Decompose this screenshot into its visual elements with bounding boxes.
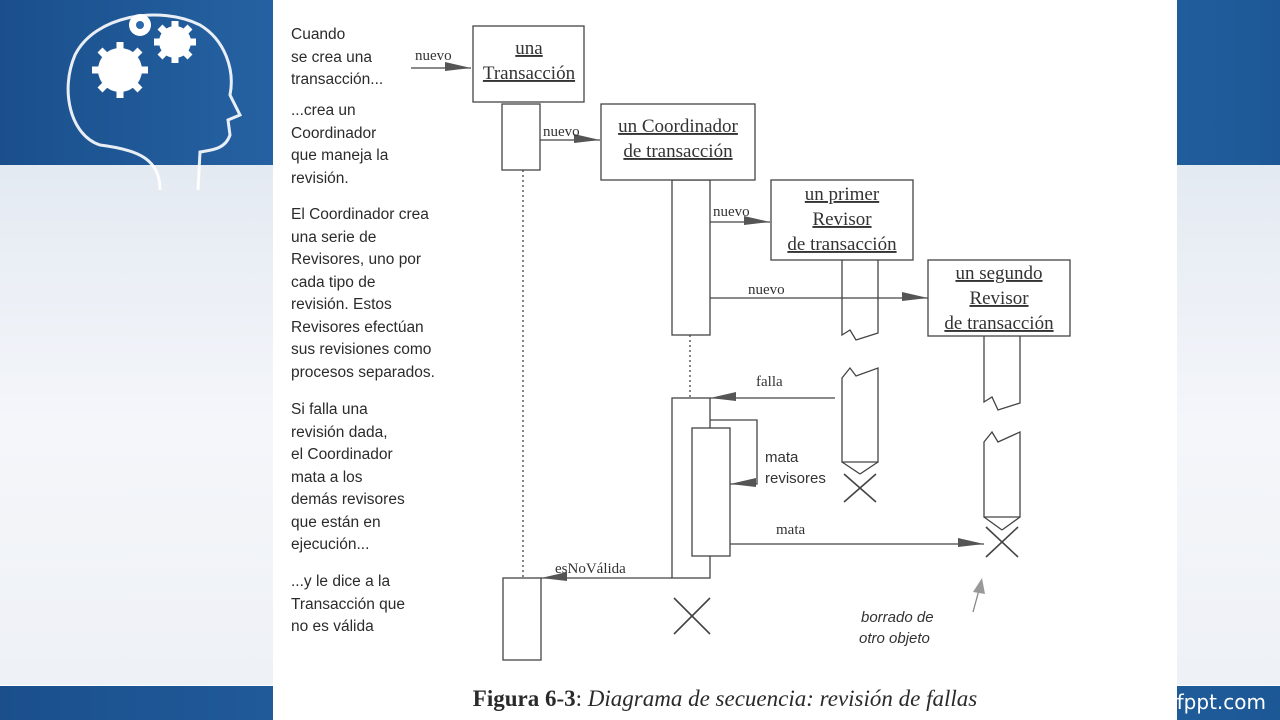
arrow-nuevo-revisor1 (744, 216, 770, 225)
end-revisor2-a (983, 516, 1003, 531)
msg-label-esNoValida: esNoVálida (555, 561, 626, 577)
annotation-2: ...crea un Coordinador que maneja la rev… (291, 102, 389, 187)
annotation-3: El Coordinador crea una serie de Revisor… (291, 206, 435, 381)
object-box-revisor1 (770, 179, 914, 261)
watermark-text: fppt.com (1176, 690, 1266, 714)
annotation-4: Si falla una revisión dada, el Coordinad… (291, 401, 405, 553)
arrow-mata (958, 538, 984, 547)
figure-caption: Figura 6-3: Diagrama de secuencia: revis… (273, 686, 1177, 712)
object-label-coordinador-2: de transacción (623, 141, 733, 162)
annotation-1: Cuando se crea una transacción... (291, 26, 384, 88)
arrow-note (973, 578, 985, 594)
activation-transaccion-1 (501, 103, 541, 171)
msg-label-falla: falla (756, 374, 783, 390)
msg-label-mata-revisores-line2: revisores (765, 470, 826, 487)
activation-coordinador-1 (671, 179, 711, 336)
destroy-revisor1-b (843, 473, 877, 503)
activation-transaccion-2 (502, 577, 542, 661)
object-label-revisor1-2: Revisor (812, 209, 872, 230)
destroy-coordinador-b (673, 597, 711, 635)
head-gears-icon (66, 13, 243, 191)
end-revisor2-b (1001, 516, 1021, 531)
caption-separator: : (575, 686, 588, 711)
arrow-falla (710, 392, 736, 401)
object-label-coordinador-1: un Coordinador (618, 116, 738, 137)
object-box-coordinador (600, 103, 756, 181)
caption-title: Diagrama de secuencia: revisión de falla… (587, 686, 978, 711)
msg-label-mata-revisores-line1: mata (765, 449, 799, 466)
msg-label-nuevo-revisor2: nuevo (748, 282, 785, 298)
activation-revisor2-b (983, 430, 1021, 518)
arrow-nuevo-coordinador (574, 134, 600, 143)
note-pointer (972, 589, 980, 613)
object-label-revisor2-3: de transacción (944, 313, 1054, 334)
activation-revisor1-b (841, 366, 879, 463)
arrow-nuevo-transaccion (445, 62, 471, 71)
note-line1: borrado de (861, 609, 934, 626)
object-label-revisor1-3: de transacción (787, 234, 897, 255)
msg-label-nuevo-revisor1: nuevo (713, 204, 750, 220)
end-revisor1-b (859, 461, 879, 475)
destroy-revisor2-b (985, 526, 1019, 558)
figure-panel: Cuando se crea una transacción... ...cre… (273, 0, 1177, 720)
object-label-revisor2-2: Revisor (969, 288, 1029, 309)
activation-coordinador-nested (691, 427, 731, 557)
activation-revisor1-a (841, 260, 879, 341)
note-line2: otro objeto (859, 630, 930, 647)
msg-label-nuevo-transaccion: nuevo (415, 48, 452, 64)
sequence-diagram: una Transacción un Coordinador de transa… (411, 25, 1071, 661)
object-label-revisor1-1: un primer (805, 184, 880, 205)
object-label-transaccion-2: Transacción (483, 63, 576, 84)
msg-label-mata-revisores: mata revisores (765, 449, 826, 487)
activation-revisor2-a (983, 336, 1021, 411)
arrow-mata-revisores (730, 478, 756, 487)
arrow-nuevo-revisor2 (902, 292, 928, 301)
object-label-revisor2-1: un segundo (955, 263, 1042, 284)
object-box-transaccion (472, 25, 585, 103)
arrow-esNoValida (541, 572, 567, 581)
annotation-5: ...y le dice a la Transacción que no es … (291, 573, 406, 635)
msg-label-mata: mata (776, 522, 805, 538)
msg-label-nuevo-coordinador: nuevo (543, 124, 580, 140)
object-box-revisor2 (927, 259, 1071, 337)
note-borrado: borrado de otro objeto (859, 609, 938, 647)
end-revisor1-a (841, 461, 861, 475)
object-label-transaccion-1: una (515, 38, 543, 59)
caption-number: Figura 6-3 (472, 686, 576, 711)
